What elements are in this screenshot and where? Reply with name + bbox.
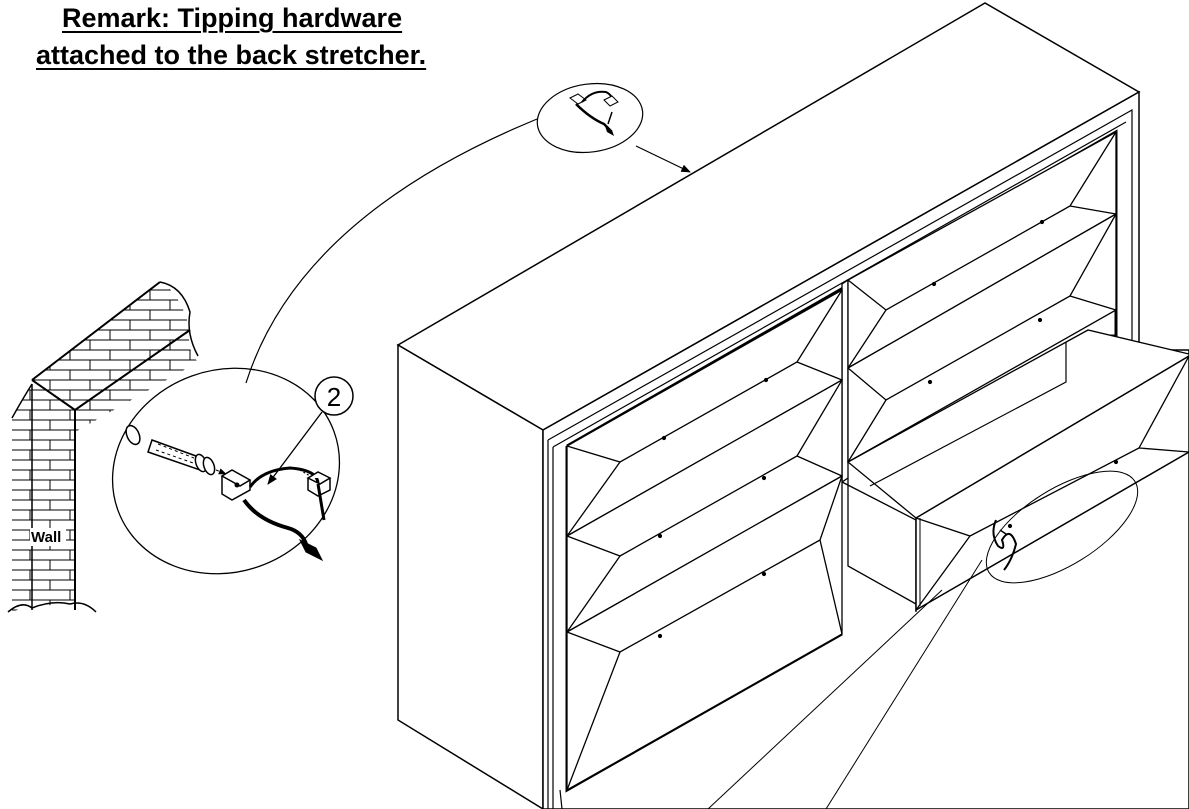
hardware-detail-ellipse: 2 xyxy=(111,367,354,575)
drawer-left-middle xyxy=(566,378,843,634)
drawer-right-middle xyxy=(847,212,1117,464)
wall: Wall xyxy=(7,281,199,613)
part-callout-circle xyxy=(314,376,354,416)
remark-title-line-2: attached to the back stretcher. xyxy=(36,40,427,70)
remark-title-line-1: Remark: Tipping hardware xyxy=(62,3,403,33)
dresser xyxy=(396,2,1189,809)
wall-label: Wall xyxy=(31,529,61,546)
top-detail-ellipse xyxy=(536,82,691,173)
part-number-label: 2 xyxy=(327,382,341,412)
wall-anchor-icon xyxy=(147,439,216,476)
detail-leader-curve xyxy=(245,112,553,384)
washer-icon xyxy=(125,424,141,446)
drawer-detail-ellipse xyxy=(985,470,1139,584)
drawer-right-open xyxy=(841,329,1189,612)
drawer-left-bottom xyxy=(566,474,843,792)
